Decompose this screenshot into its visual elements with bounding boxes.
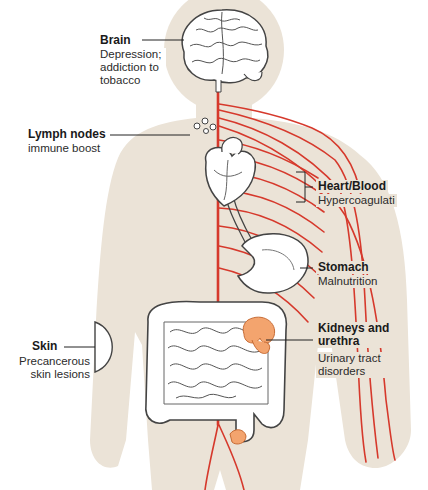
large-intestine <box>146 302 287 442</box>
condition-label: Malnutrition <box>316 275 379 288</box>
kidney <box>243 317 274 343</box>
brainstem <box>216 80 221 92</box>
nerve <box>205 425 218 490</box>
leader-line <box>266 340 313 341</box>
brain-fissure <box>222 12 224 74</box>
kidney <box>252 340 270 354</box>
brain-fold <box>190 42 262 47</box>
brain-fold <box>192 58 260 63</box>
leader-line <box>300 268 313 269</box>
condition-label: Urinary tract disorders <box>316 352 400 378</box>
organ-label: Lymph nodes <box>26 128 108 141</box>
cerebellum <box>244 72 262 81</box>
lymph-node <box>204 129 209 134</box>
organ-label: Stomach <box>316 261 371 274</box>
organ-label: Skin <box>30 340 59 353</box>
organ-label: Heart/Blood <box>316 180 388 193</box>
bracket <box>296 172 313 202</box>
head-silhouette <box>164 0 284 112</box>
lymph-node <box>210 124 216 130</box>
skin-section <box>95 322 112 372</box>
condition-label: Depression; addiction to tobacco <box>98 48 166 87</box>
leader-line <box>142 40 184 41</box>
brain-fold <box>196 27 258 32</box>
organ-label: Kidneys and urethra <box>316 322 392 348</box>
condition-label: Hypercoagulati <box>316 194 397 207</box>
body-silhouette <box>90 100 411 490</box>
condition-label: Precancerous skin lesions <box>6 355 92 381</box>
lymph-node <box>202 118 208 124</box>
esophagus <box>233 196 252 240</box>
brain <box>182 10 268 83</box>
condition-label: immune boost <box>26 142 102 155</box>
stomach-fold <box>262 250 294 270</box>
leader-line <box>110 135 190 136</box>
leader-line <box>64 347 95 348</box>
heart-detail <box>214 160 242 200</box>
heart <box>206 147 256 206</box>
stomach <box>238 234 308 293</box>
aorta <box>222 138 242 154</box>
organ-label: Brain <box>98 34 133 47</box>
urethra <box>230 430 246 444</box>
lymph-node <box>194 123 200 129</box>
